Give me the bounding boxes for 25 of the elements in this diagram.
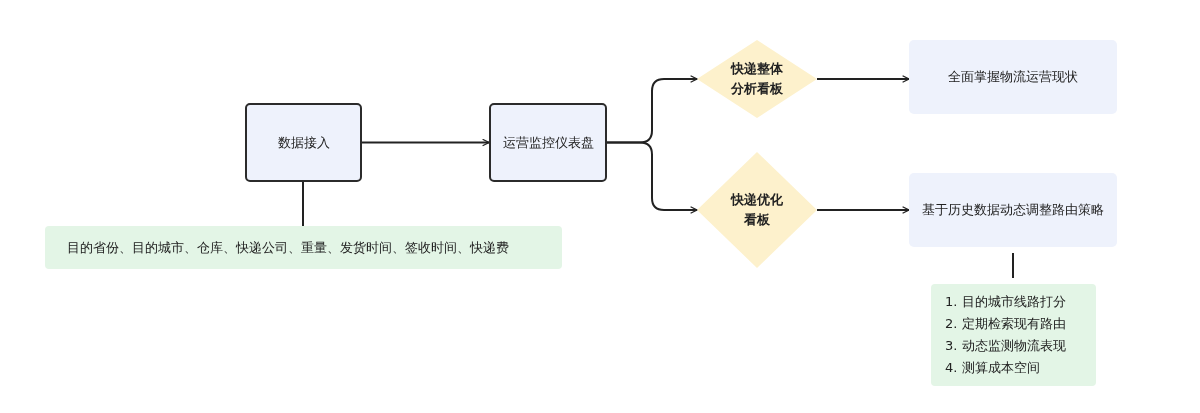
note-text: 目的省份、目的城市、仓库、快递公司、重量、发货时间、签收时间、快递费 bbox=[67, 238, 509, 257]
arrow bbox=[361, 138, 490, 147]
box-label: 基于历史数据动态调整路由策略 bbox=[922, 201, 1104, 219]
note-box bbox=[931, 284, 1096, 386]
process-box bbox=[245, 103, 362, 182]
diamond-label: 快递优化看板 bbox=[729, 191, 784, 229]
box-label: 全面掌握物流运营现状 bbox=[948, 68, 1078, 86]
process-box bbox=[489, 103, 607, 182]
box-label: 运营监控仪表盘 bbox=[502, 133, 594, 152]
result-box bbox=[909, 40, 1117, 114]
diamond-label: 快递整体分析看板 bbox=[729, 60, 784, 98]
list-item-text: 1. 目的城市线路打分 bbox=[945, 293, 1066, 311]
arrow bbox=[606, 141, 698, 214]
list-item-text: 2. 定期检索现有路由 bbox=[945, 315, 1066, 333]
decision-diamond bbox=[697, 40, 817, 118]
box-label: 数据接入 bbox=[277, 133, 330, 152]
arrow bbox=[816, 206, 910, 214]
note-box bbox=[45, 226, 562, 269]
connector-line bbox=[1012, 252, 1014, 279]
list-item-text: 4. 测算成本空间 bbox=[945, 359, 1040, 377]
list-item-text: 3. 动态监测物流表现 bbox=[945, 337, 1066, 355]
arrow bbox=[816, 75, 910, 83]
decision-diamond bbox=[697, 152, 817, 268]
connector-line bbox=[302, 181, 304, 227]
result-box bbox=[909, 173, 1117, 247]
